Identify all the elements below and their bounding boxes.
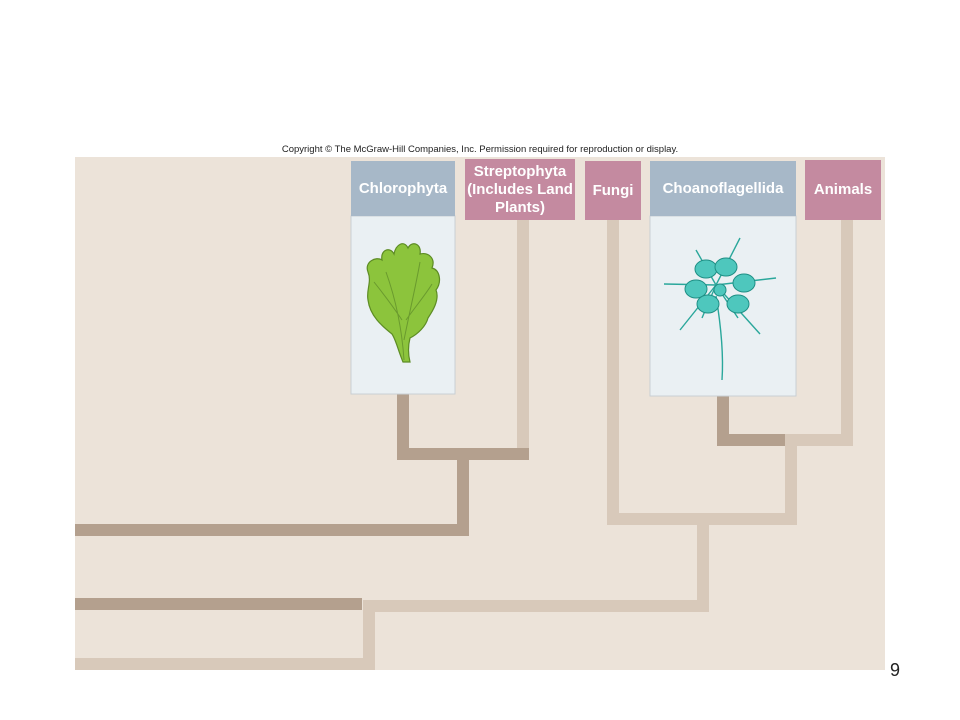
branch-animals-join <box>785 434 853 446</box>
branch-fungi-stem <box>607 220 619 525</box>
alga-thallus <box>366 243 441 363</box>
branch-opisthokont-drop <box>697 520 709 612</box>
branch-root-stem <box>363 600 375 670</box>
taxon-label-choanoflagellida: Choanoflagellida <box>650 161 796 216</box>
choano-illustration <box>663 237 777 381</box>
branch-plant-root <box>75 524 469 536</box>
branches-light <box>75 220 853 670</box>
branch-plant-stem <box>457 448 469 536</box>
page-number: 9 <box>890 660 901 680</box>
branch-root-base <box>75 658 375 670</box>
branch-animals-stem <box>841 220 853 446</box>
alga-illustration <box>366 243 441 363</box>
branches-dark <box>75 390 785 610</box>
copyright-notice: Copyright © The McGraw-Hill Companies, I… <box>281 144 679 155</box>
taxon-label-chlorophyta: Chlorophyta <box>351 161 455 216</box>
branch-choano-stem <box>717 390 729 446</box>
branch-streptophyta-stem <box>517 220 529 460</box>
branch-opisthokont-stem <box>785 434 797 525</box>
branch-opisthokont-root <box>363 600 709 612</box>
branch-chlorophyta-stem <box>397 390 409 460</box>
branch-choano-join <box>717 434 785 446</box>
taxon-label-animals: Animals <box>805 160 881 220</box>
taxon-label-fungi: Fungi <box>585 161 641 220</box>
taxon-label-streptophyta: Streptophyta (Includes Land Plants) <box>465 159 575 220</box>
branch-outgroup-root <box>75 598 362 610</box>
branch-fungi-join <box>607 513 797 525</box>
